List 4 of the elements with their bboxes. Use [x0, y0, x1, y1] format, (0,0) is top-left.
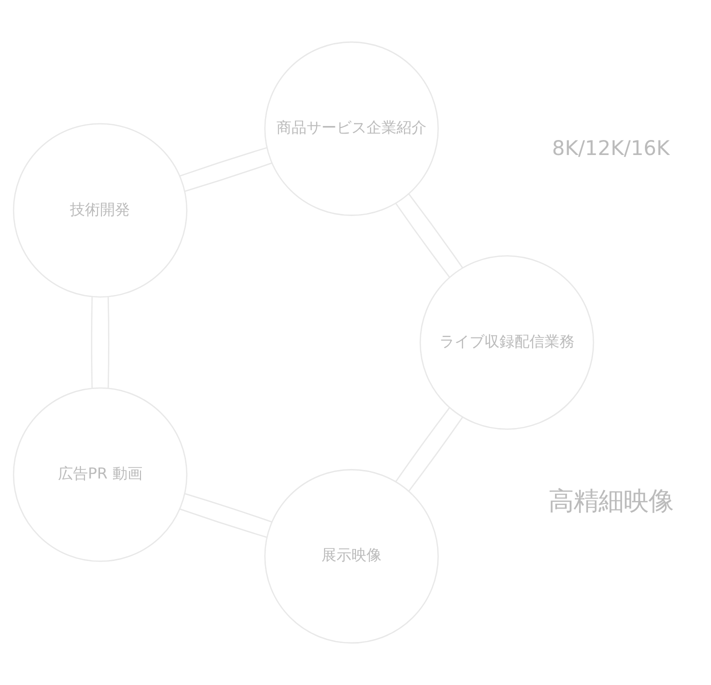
label: 8K/12K/16K	[552, 136, 670, 160]
node-circle: 技術開発	[12, 123, 188, 298]
label: 高精細映像	[548, 486, 674, 516]
connector	[184, 162, 272, 192]
